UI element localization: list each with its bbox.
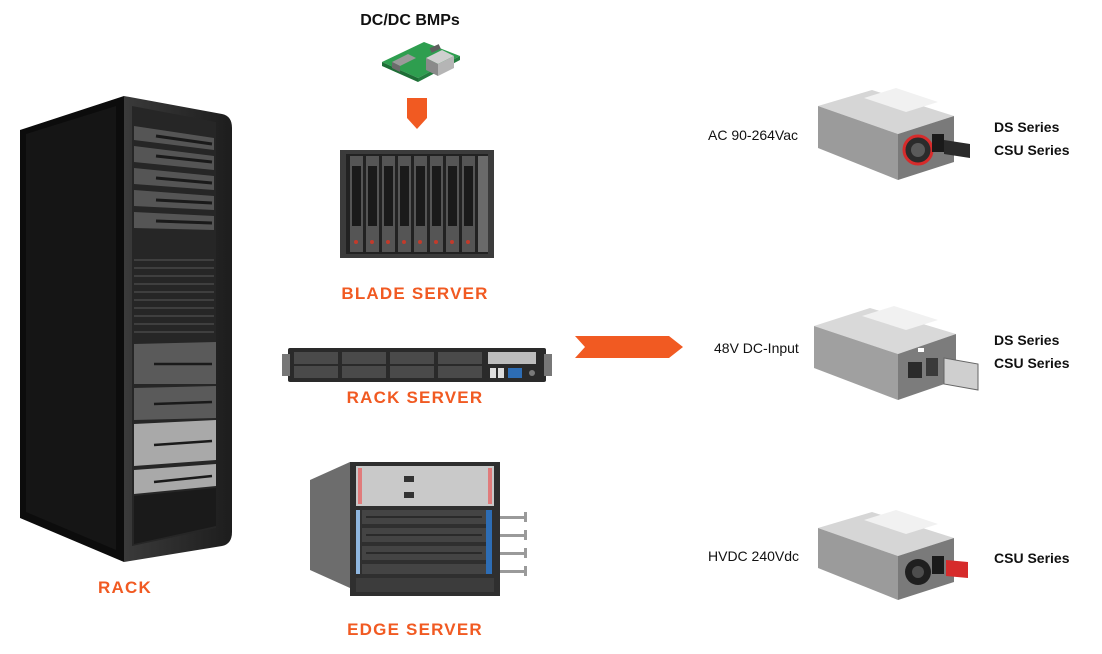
series-item: DS Series: [994, 332, 1060, 348]
pcb-module-icon: [380, 38, 462, 86]
series-item: CSU Series: [994, 142, 1070, 158]
rack-server-icon: [282, 346, 552, 384]
edge-server-label: EDGE SERVER: [347, 620, 483, 639]
blade-server-icon: [338, 146, 496, 260]
psu-dc-series: DS Series CSU Series: [994, 329, 1069, 375]
psu-dc-icon: [810, 304, 980, 404]
psu-ac-icon: [814, 86, 974, 186]
edge-server-icon: [310, 458, 528, 602]
arrow-down-icon: [405, 98, 429, 130]
rack-icon: [16, 88, 238, 570]
rack-label: RACK: [98, 578, 152, 597]
psu-hvdc-series: CSU Series: [994, 547, 1069, 570]
series-item: CSU Series: [994, 550, 1070, 566]
series-item: DS Series: [994, 119, 1060, 135]
psu-ac-series: DS Series CSU Series: [994, 116, 1069, 162]
arrow-right-icon: [575, 336, 683, 358]
rack-server-label: RACK SERVER: [346, 388, 484, 407]
psu-dc-input-label: 48V DC-Input: [714, 340, 799, 356]
blade-server-label: BLADE SERVER: [341, 284, 489, 303]
series-item: CSU Series: [994, 355, 1070, 371]
psu-hvdc-icon: [814, 508, 978, 604]
diagram-title: DC/DC BMPs: [360, 12, 460, 29]
psu-hvdc-input-label: HVDC 240Vdc: [708, 548, 800, 564]
psu-ac-input-label: AC 90-264Vac: [708, 127, 799, 143]
